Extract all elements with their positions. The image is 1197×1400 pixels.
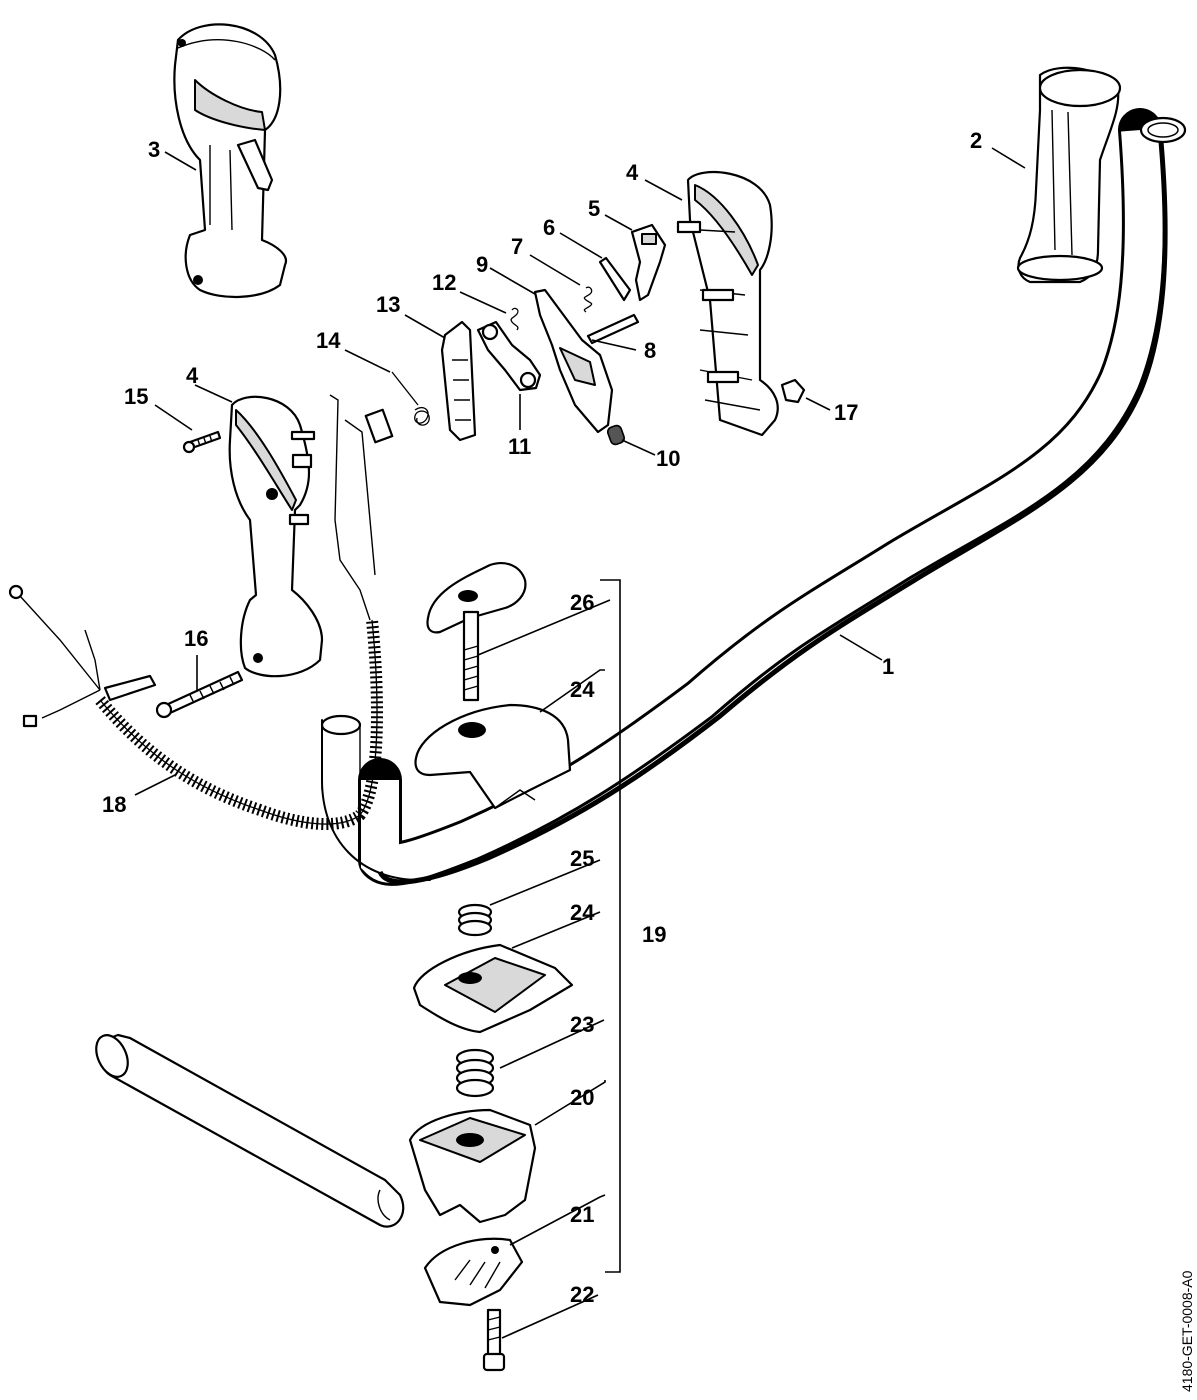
document-id: 4180-GET-0008-A0 — [1179, 1270, 1195, 1392]
callout-12: 12 — [432, 270, 456, 295]
part-17-nut — [780, 378, 806, 404]
part-14-torsion-spring — [391, 371, 430, 426]
part-15-screw — [182, 430, 222, 454]
part-16-screw — [155, 670, 244, 719]
part-21-clamp-base — [423, 1237, 524, 1307]
callout-2: 2 — [970, 128, 982, 153]
leader-lines — [134, 147, 1026, 1339]
handle-housing-half-left — [228, 395, 324, 678]
callout-24-lower: 24 — [570, 900, 595, 925]
callout-6: 6 — [543, 215, 555, 240]
part-24-lower-clamp-cap — [412, 943, 574, 1034]
callout-17: 17 — [834, 400, 858, 425]
handle-housing-half-right — [676, 170, 779, 437]
callout-9: 9 — [476, 252, 488, 277]
part-24-upper-clamp-cap — [414, 703, 572, 810]
callout-11: 11 — [508, 434, 531, 459]
part-12-spring — [510, 307, 519, 331]
part-11-interlock-lever — [476, 320, 542, 392]
handlebar-tube — [320, 108, 1187, 886]
callout-21: 21 — [570, 1202, 594, 1227]
callout-18: 18 — [102, 792, 126, 817]
control-handle-assembly — [173, 23, 288, 298]
part-5-lever — [630, 223, 667, 302]
grip-sleeve — [1016, 66, 1122, 284]
part-8-pin — [586, 313, 640, 345]
callout-19: 19 — [642, 922, 666, 947]
part-7-spring — [583, 286, 593, 313]
callout-23: 23 — [570, 1012, 594, 1037]
part-18-wiring-harness — [8, 394, 394, 830]
callout-8: 8 — [644, 338, 656, 363]
part-25-spring — [457, 903, 493, 937]
part-13-slide — [440, 320, 477, 442]
callout-24-upper: 24 — [570, 677, 595, 702]
callout-25: 25 — [570, 846, 594, 871]
part-26-wing-screw — [426, 562, 527, 702]
callout-16: 16 — [184, 626, 208, 651]
part-23-spring — [455, 1048, 495, 1098]
callout-20: 20 — [570, 1085, 594, 1110]
callout-1: 1 — [882, 654, 894, 679]
callout-3: 3 — [148, 137, 160, 162]
callout-labels: 1 2 3 4 4 5 6 7 8 9 10 11 12 13 14 15 16… — [102, 128, 982, 1307]
callout-4-right: 4 — [626, 160, 639, 185]
part-20-clamp-body — [408, 1108, 537, 1224]
part-6-leaf-spring — [598, 256, 632, 302]
callout-13: 13 — [376, 292, 400, 317]
part-22-screw — [482, 1308, 506, 1372]
part-9-throttle-trigger — [533, 288, 614, 434]
callout-7: 7 — [511, 234, 523, 259]
callout-15: 15 — [124, 384, 148, 409]
drive-shaft-tube — [95, 1033, 405, 1228]
callout-14: 14 — [316, 328, 341, 353]
group-19-bracket — [600, 579, 621, 1273]
callout-5: 5 — [588, 196, 600, 221]
callout-4-left: 4 — [186, 363, 199, 388]
callout-10: 10 — [656, 446, 680, 471]
part-10-spring — [606, 424, 626, 446]
callout-22: 22 — [570, 1282, 594, 1307]
callout-26: 26 — [570, 590, 594, 615]
